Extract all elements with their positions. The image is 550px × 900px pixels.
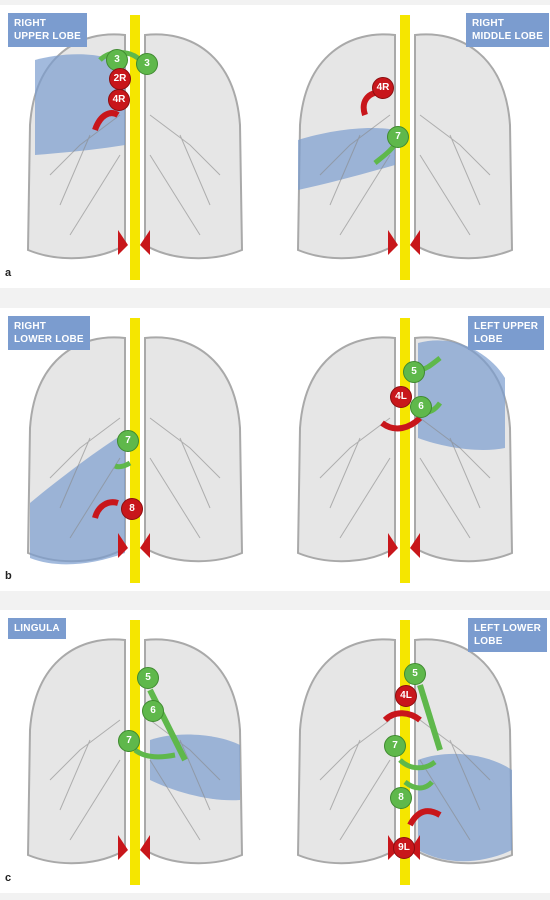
lymph-node-station: 7 [387, 126, 409, 148]
panel-letter: c [5, 872, 12, 884]
lymph-node-station: 5 [403, 361, 425, 383]
panel-c: LINGULA LEFT LOWER LOBE c 5 6 7 5 4L 7 8… [0, 610, 550, 893]
lymph-node-station: 9L [393, 837, 415, 859]
lobe-label: LINGULA [8, 618, 66, 639]
lung-illustration-pair [26, 15, 514, 280]
lungs-left-diagram [26, 318, 244, 583]
lymph-node-station: 8 [121, 498, 143, 520]
lymph-node-station: 4L [395, 685, 417, 707]
lymph-node-station: 8 [390, 787, 412, 809]
lymph-node-station: 3 [106, 49, 128, 71]
panel-letter: b [5, 570, 12, 582]
lymph-node-station: 7 [384, 735, 406, 757]
lobe-label: RIGHT UPPER LOBE [8, 13, 88, 47]
lobe-highlight [298, 128, 395, 190]
trachea [400, 15, 410, 280]
lymph-node-station: 4L [390, 386, 412, 408]
lobe-label: RIGHT MIDDLE LOBE [466, 13, 550, 47]
lung-illustration-pair [26, 620, 514, 885]
lymph-node-station: 6 [410, 396, 432, 418]
lymph-node-station: 5 [137, 667, 159, 689]
lobe-highlight [30, 433, 125, 565]
lungs-left-diagram [26, 15, 244, 280]
lobe-highlight [418, 753, 512, 862]
lungs-right-diagram [296, 620, 514, 885]
lymph-node-station: 5 [404, 663, 426, 685]
lobe-highlight [418, 340, 505, 450]
lungs-right-diagram [296, 15, 514, 280]
lymph-node-station: 6 [142, 700, 164, 722]
lymph-node-station: 3 [136, 53, 158, 75]
lobe-label: LEFT UPPER LOBE [468, 316, 545, 350]
lobe-highlight [150, 734, 240, 801]
lymph-node-station: 7 [118, 730, 140, 752]
lymph-node-station: 4R [108, 89, 130, 111]
trachea [400, 318, 410, 583]
lymph-node-station: 4R [372, 77, 394, 99]
panel-a: RIGHT UPPER LOBE RIGHT MIDDLE LOBE a 3 3… [0, 5, 550, 288]
lymph-node-station: 2R [109, 68, 131, 90]
panel-letter: a [5, 267, 12, 279]
trachea [130, 318, 140, 583]
lymph-node-station: 7 [117, 430, 139, 452]
panel-b: RIGHT LOWER LOBE LEFT UPPER LOBE b 7 8 5… [0, 308, 550, 591]
lungs-left-diagram [26, 620, 244, 885]
lung-illustration-pair [26, 318, 514, 583]
trachea [130, 15, 140, 280]
lobe-highlight [35, 54, 125, 155]
lobe-label: LEFT LOWER LOBE [468, 618, 547, 652]
trachea [400, 620, 410, 885]
lungs-right-diagram [296, 318, 514, 583]
lobe-label: RIGHT LOWER LOBE [8, 316, 90, 350]
